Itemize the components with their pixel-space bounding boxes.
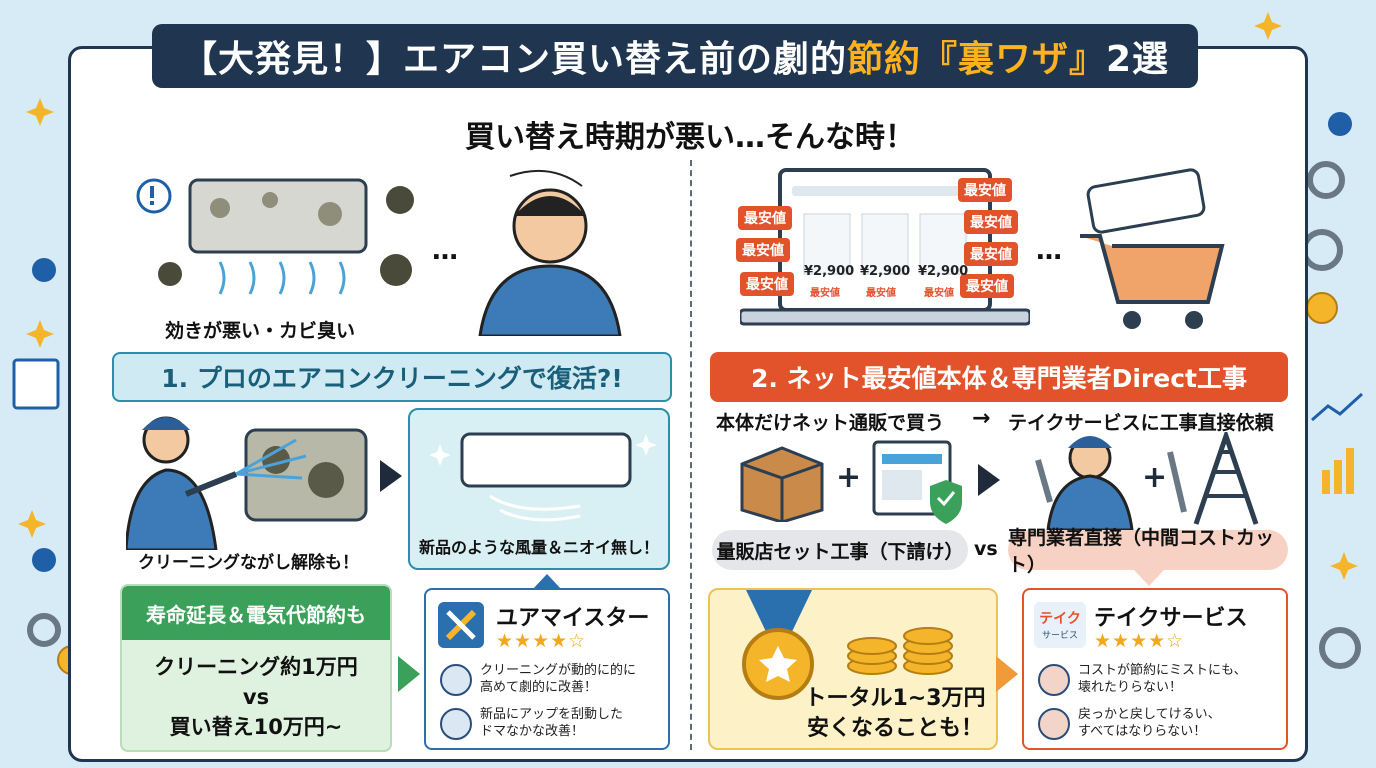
logo-bottom: サービス bbox=[1041, 631, 1078, 641]
price-tag: 最安値 bbox=[960, 274, 1014, 298]
browser-window-icon bbox=[12, 358, 60, 410]
right-ellipsis: … bbox=[1036, 236, 1062, 266]
column-divider bbox=[690, 160, 692, 750]
direct-contractor-pill: 専門業者直接（中間コストカット） bbox=[1008, 527, 1288, 576]
mold-icon bbox=[158, 186, 414, 286]
rating-stars: ★★★★☆ bbox=[1094, 630, 1185, 652]
title-part2: 2選 bbox=[1105, 39, 1170, 80]
saving-panel: トータル1~3万円 安くなることも！ bbox=[708, 588, 998, 750]
takeservice-logo: テイク サービス bbox=[1034, 602, 1086, 648]
review-comment: コストが節約にミストにも、 壊れたりらない！ bbox=[1078, 663, 1247, 695]
coin-stack-icon bbox=[847, 627, 953, 675]
medal-icon bbox=[742, 590, 814, 700]
tools-icon bbox=[438, 602, 484, 648]
rating-stars: ★★★★☆ bbox=[496, 630, 587, 652]
airflow-lines bbox=[218, 261, 346, 295]
benefit-title: 寿命延長＆電気代節約も bbox=[122, 586, 390, 640]
title-highlight: 節約『裏ワザ』 bbox=[846, 39, 1106, 80]
pointer-arrow-icon bbox=[398, 656, 420, 692]
dirty-aircon-illustration bbox=[136, 178, 414, 295]
shopping-cart-icon bbox=[1080, 168, 1225, 329]
method2-heading: 2. ネット最安値本体＆専門業者Direct工事 bbox=[710, 352, 1288, 402]
avatar bbox=[1038, 664, 1070, 696]
pointer-arrow-icon bbox=[996, 656, 1018, 692]
subtitle: 買い替え時期が悪い…そんな時！ bbox=[465, 120, 915, 155]
left-ellipsis: … bbox=[432, 236, 458, 266]
benefit-box: 寿命延長＆電気代節約も クリーニング約1万円 vs 買い替え10万円~ bbox=[120, 584, 392, 752]
step-direct-request: テイクサービスに工事直接依頼 bbox=[1008, 412, 1274, 434]
saving-line2: 安くなることも！ bbox=[806, 716, 983, 741]
price-tag: 最安値 bbox=[958, 178, 1012, 202]
reviewer-name: ユアマイスター bbox=[496, 606, 650, 631]
avatar bbox=[440, 664, 472, 696]
compare-replace: 買い替え10万円~ bbox=[169, 715, 343, 739]
product-price: ¥2,900 bbox=[804, 264, 855, 279]
step-buy-online: 本体だけネット通販で買う bbox=[716, 412, 945, 434]
price-tag: 最安値 bbox=[740, 272, 794, 296]
reviewer-name: テイクサービス bbox=[1094, 606, 1248, 631]
technician-illustration bbox=[1035, 436, 1134, 530]
compare-cleaning: クリーニング約1万円 bbox=[154, 655, 358, 679]
callout-pointer bbox=[532, 574, 562, 590]
cleaning-worker-illustration bbox=[126, 416, 368, 550]
callout-pointer bbox=[1134, 570, 1164, 586]
retail-set-install-pill: 量販店セット工事（下請け） bbox=[712, 530, 968, 570]
delivery-box-icon bbox=[740, 446, 824, 522]
left-top-caption: 効きが悪い・カビ臭い bbox=[165, 320, 356, 342]
product-card-label: 最安値 bbox=[924, 288, 954, 299]
bar-chart-icon bbox=[1322, 448, 1354, 494]
sparkle-icon bbox=[429, 434, 657, 466]
laptop-base bbox=[740, 308, 1030, 326]
logo-top: テイク bbox=[1039, 611, 1081, 627]
avatar bbox=[440, 708, 472, 740]
product-price: ¥2,900 bbox=[918, 264, 969, 279]
review-comment: 戻っかと戻してけるい、 すべてはなりらない！ bbox=[1078, 707, 1221, 739]
price-tag: 最安値 bbox=[964, 210, 1018, 234]
aircon-unit bbox=[188, 178, 368, 254]
arrow-right-icon bbox=[380, 460, 402, 492]
product-price: ¥2,900 bbox=[860, 264, 911, 279]
title-part1: 【大発見！】エアコン買い替え前の劇的 bbox=[180, 39, 847, 80]
gear-icon bbox=[27, 161, 1361, 669]
clean-result-panel: 新品のような風量＆ニオイ無し！ bbox=[408, 408, 670, 570]
cleaning-caption: クリーニングながし解除も！ bbox=[138, 553, 359, 573]
arrow-right-icon bbox=[978, 464, 1000, 496]
water-spray-icon bbox=[235, 438, 307, 480]
stress-scribble-icon bbox=[509, 169, 583, 187]
price-tag: 最安値 bbox=[964, 242, 1018, 266]
avatar bbox=[1038, 708, 1070, 740]
saving-amount: トータル1~3万円 安くなることも！ bbox=[790, 684, 1000, 744]
compare-vs: vs bbox=[242, 685, 270, 709]
price-tag: 最安値 bbox=[738, 206, 792, 230]
review-comment: クリーニングが動的に的に 高めて劇的に改善！ bbox=[480, 663, 637, 695]
review-card-takeservice: テイク サービス テイクサービス ★★★★☆ コストが節約にミストにも、 壊れた… bbox=[1022, 588, 1288, 750]
page-title: 【大発見！】エアコン買い替え前の劇的節約『裏ワザ』2選 bbox=[152, 24, 1198, 88]
laptop-shopping-illustration bbox=[740, 168, 1030, 326]
product-card-label: 最安値 bbox=[866, 288, 896, 299]
step-arrow: → bbox=[972, 406, 991, 431]
saving-line1: トータル1~3万円 bbox=[804, 686, 986, 711]
review-card-yourmeister: ユアマイスター ★★★★☆ クリーニングが動的に的に 高めて劇的に改善！ 新品に… bbox=[424, 588, 670, 750]
price-comparison: クリーニング約1万円 vs 買い替え10万円~ bbox=[122, 640, 390, 742]
ladder-icon bbox=[1167, 432, 1259, 525]
compare-vs: vs bbox=[974, 538, 998, 560]
product-card-label: 最安値 bbox=[810, 288, 840, 299]
review-comment: 新品にアップを刮動した ドマなかな改善！ bbox=[480, 707, 624, 739]
clean-aircon-illustration bbox=[429, 432, 657, 522]
online-shop-icon bbox=[872, 440, 962, 524]
price-tag: 最安値 bbox=[736, 238, 790, 262]
clean-result-caption: 新品のような風量＆ニオイ無し！ bbox=[418, 538, 659, 557]
wrench-icon bbox=[1167, 451, 1187, 513]
wrench-icon bbox=[1035, 459, 1053, 503]
plus-icon: + bbox=[1142, 460, 1168, 495]
worried-man-illustration bbox=[478, 169, 622, 336]
method1-heading: 1. プロのエアコンクリーニングで復活?! bbox=[112, 352, 672, 402]
plus-icon: + bbox=[836, 460, 862, 495]
